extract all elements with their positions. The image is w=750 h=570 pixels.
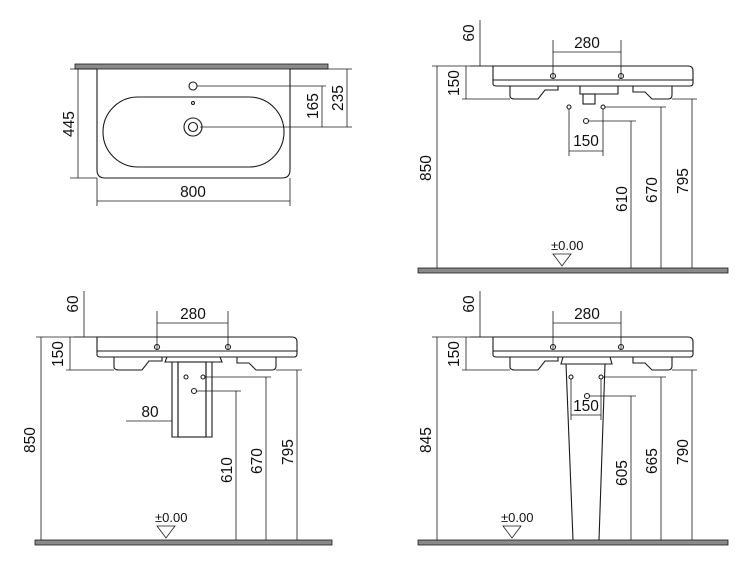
dim-h670: 670: [249, 448, 266, 474]
top-view: 800 445 165 235: [61, 63, 352, 206]
dim-h670: 670: [644, 177, 661, 203]
dim-h795: 795: [280, 439, 297, 465]
dim-h610: 610: [614, 186, 631, 212]
dim-thick: 150: [446, 341, 463, 367]
dim-total: 845: [418, 427, 435, 453]
dim-width: 800: [180, 184, 206, 201]
dim-top: 60: [461, 295, 478, 313]
dim-depth: 445: [61, 111, 78, 137]
side-half-pedestal-view: 280 60 150 850 80 610 670 795 ±0.00: [22, 291, 333, 546]
basin-bowl: [102, 96, 285, 168]
basin-outline: [96, 69, 291, 179]
dim-holes: 280: [574, 306, 600, 323]
level-label: ±0.00: [501, 510, 533, 525]
side-wall-view: 280 60 150 850 150 610 670 795 ±0.00: [417, 20, 729, 274]
dim-top: 60: [461, 24, 478, 42]
dim-outer: 235: [330, 85, 347, 111]
full-pedestal: [565, 363, 606, 541]
dim-total: 850: [22, 427, 39, 453]
floor: [417, 539, 729, 546]
side-full-pedestal-view: 280 60 150 845 150 605 665 790 ±0.00: [417, 291, 729, 546]
dim-waste: 150: [573, 398, 599, 415]
level-marker: [502, 525, 522, 539]
dim-h790: 790: [675, 439, 692, 465]
dim-holes: 280: [180, 306, 206, 323]
dim-waste: 150: [573, 133, 599, 150]
dim-h610: 610: [219, 457, 236, 483]
dim-top: 60: [65, 295, 82, 313]
dim-thick: 150: [50, 341, 67, 367]
dim-holes: 280: [574, 35, 600, 52]
level-marker: [552, 253, 572, 267]
drain-inner: [187, 121, 199, 133]
floor: [417, 267, 729, 274]
overflow: [190, 100, 196, 106]
level-label: ±0.00: [155, 510, 187, 525]
dim-h605: 605: [614, 460, 631, 486]
dim-total: 850: [418, 155, 435, 181]
drain: [183, 117, 203, 137]
level-marker: [156, 525, 176, 539]
level-label: ±0.00: [551, 238, 583, 253]
tap-hole: [188, 81, 198, 91]
dim-ped: 80: [141, 404, 159, 421]
wall-strip: [74, 63, 329, 70]
dim-h795: 795: [675, 168, 692, 194]
floor: [34, 539, 333, 546]
dim-thick: 150: [446, 70, 463, 96]
dim-inner: 165: [305, 93, 322, 119]
dim-h665: 665: [644, 448, 661, 474]
